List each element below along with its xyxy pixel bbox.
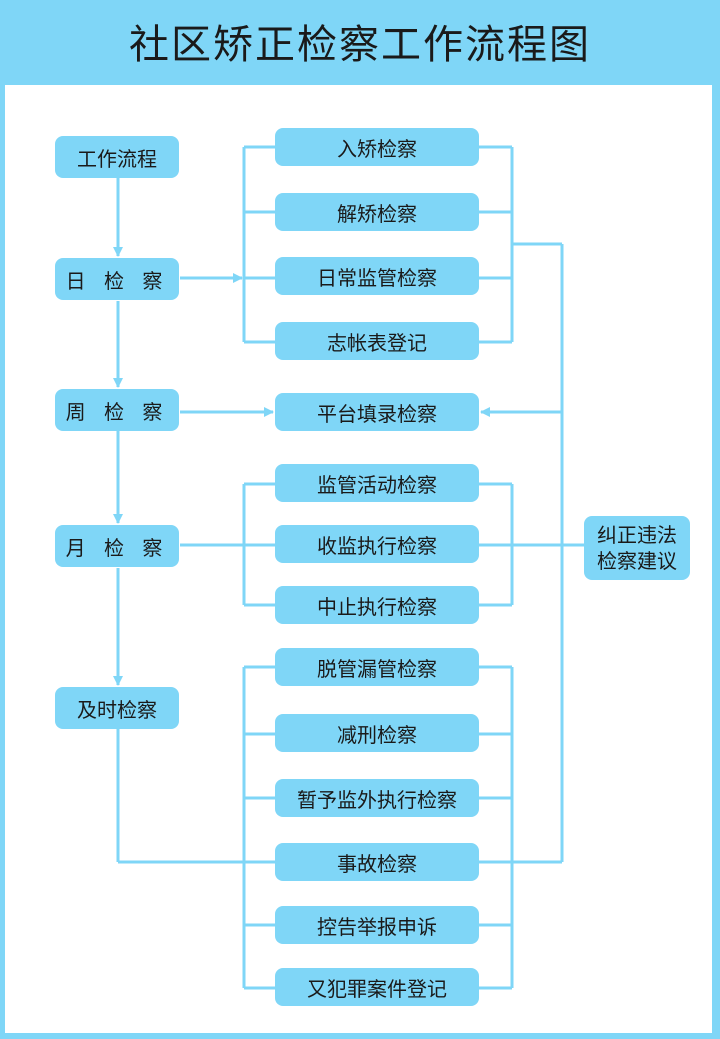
check-temp-outside: 暂予监外执行检察 <box>275 779 479 817</box>
stage-daily: 日 检 察 <box>55 258 179 300</box>
check-activity: 监管活动检察 <box>275 464 479 502</box>
check-escape: 脱管漏管检察 <box>275 648 479 686</box>
stage-monthly: 月 检 察 <box>55 525 179 567</box>
check-release: 解矫检察 <box>275 193 479 231</box>
check-register: 志帐表登记 <box>275 322 479 360</box>
stage-weekly: 周 检 察 <box>55 389 179 431</box>
stage-timely: 及时检察 <box>55 687 179 729</box>
check-commutation: 减刑检察 <box>275 714 479 752</box>
check-accident: 事故检察 <box>275 843 479 881</box>
check-entry: 入矫检察 <box>275 128 479 166</box>
correction-advice-box: 纠正违法 检察建议 <box>584 516 690 580</box>
correction-advice-line1: 纠正违法 <box>597 523 677 547</box>
correction-advice-line2: 检察建议 <box>597 549 677 573</box>
stage-workflow: 工作流程 <box>55 136 179 178</box>
check-suspension: 中止执行检察 <box>275 586 479 624</box>
check-complaint: 控告举报申诉 <box>275 906 479 944</box>
check-admission: 收监执行检察 <box>275 525 479 563</box>
check-platform: 平台填录检察 <box>275 393 479 431</box>
page-title: 社区矫正检察工作流程图 <box>129 22 591 68</box>
check-daily-supervision: 日常监管检察 <box>275 257 479 295</box>
check-recidivism: 又犯罪案件登记 <box>275 968 479 1006</box>
